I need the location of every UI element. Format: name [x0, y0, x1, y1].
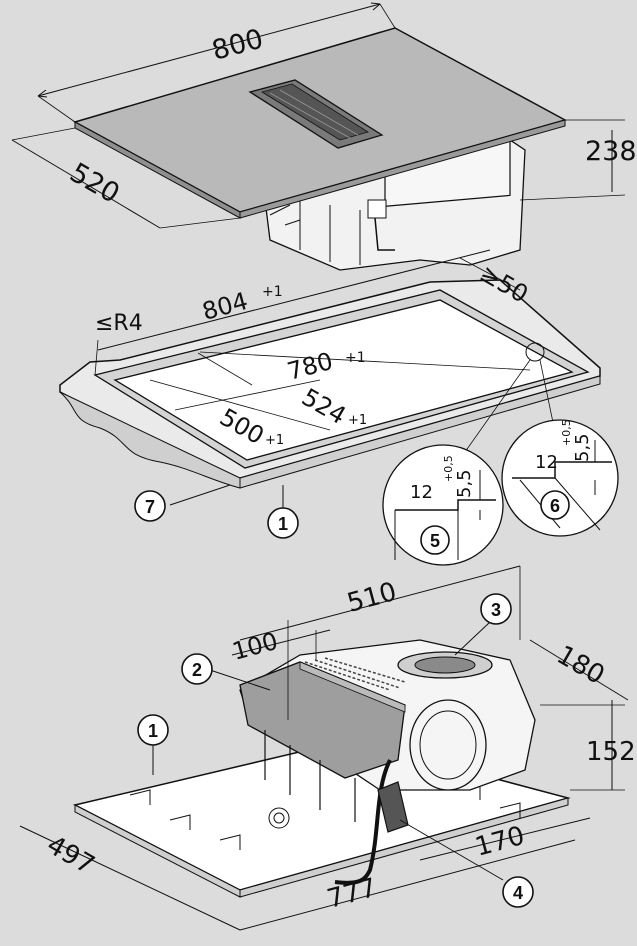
- dim-524-tol: +1: [348, 413, 367, 428]
- dim-800: 800: [209, 23, 267, 66]
- dim-238: 238: [585, 136, 637, 167]
- detail5-tol: +0,5: [442, 455, 455, 482]
- callouts: 7 1 5 6 3 2 1 4: [134, 484, 570, 908]
- cooktop-underside: 510 100 180 152 170 497 777: [19, 565, 636, 931]
- svg-text:7: 7: [145, 497, 155, 517]
- svg-text:4: 4: [513, 883, 523, 903]
- cooktop-top-view: 800 520 238: [11, 2, 637, 271]
- dim-497: 497: [42, 830, 100, 881]
- detail5-width: 12: [410, 482, 433, 503]
- dim-510: 510: [344, 577, 400, 619]
- detail5-depth: 5,5: [454, 469, 475, 498]
- callout-5: 5: [420, 525, 450, 555]
- detail-6: 12 5,5 +0,5: [501, 419, 619, 537]
- callout-6: 6: [540, 490, 570, 520]
- dim-804: 804: [199, 287, 250, 326]
- callout-3: 3: [480, 593, 512, 625]
- dim-780-tol: +1: [345, 350, 366, 366]
- callout-7: 7: [134, 490, 166, 522]
- svg-text:1: 1: [148, 721, 158, 741]
- detail6-depth: 5,5: [572, 433, 593, 462]
- callout-1-middle: 1: [267, 507, 299, 539]
- dim-804-tol: +1: [262, 284, 283, 300]
- callout-4: 4: [502, 876, 534, 908]
- svg-text:5: 5: [430, 531, 440, 551]
- dim-500-tol: +1: [265, 433, 284, 448]
- dim-radius: ≤R4: [95, 311, 143, 336]
- dim-777: 777: [324, 873, 380, 915]
- svg-text:6: 6: [550, 496, 560, 516]
- svg-text:2: 2: [192, 660, 202, 680]
- callout-1-bottom: 1: [137, 714, 169, 746]
- svg-text:1: 1: [278, 514, 288, 534]
- cutout-opening: [113, 299, 574, 461]
- svg-text:3: 3: [491, 600, 501, 620]
- dim-100: 100: [229, 627, 280, 666]
- worktop-cutout: ≤R4 804 +1 780 +1 524 +1 500 +1 ≥50 12 5…: [59, 249, 619, 566]
- dim-152: 152: [586, 737, 636, 767]
- detail6-width: 12: [535, 452, 558, 473]
- detail-5: 12 5,5 +0,5: [382, 444, 504, 566]
- detail6-tol: +0,5: [560, 419, 573, 446]
- callout-2: 2: [181, 653, 213, 685]
